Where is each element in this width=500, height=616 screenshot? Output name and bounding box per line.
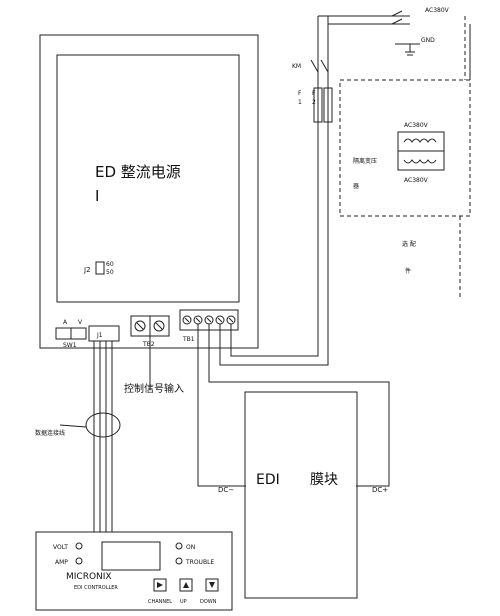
- j2-jumper[interactable]: [95, 261, 105, 275]
- optional-label: 选 配: [402, 240, 416, 248]
- j2-opt-a: 60: [106, 261, 114, 268]
- controller-brand: MICRONIX: [66, 572, 112, 582]
- dc-minus-label: DC−: [218, 486, 234, 494]
- power-supply-title-2: I: [95, 187, 99, 205]
- gnd-label: GND: [421, 37, 435, 44]
- power-supply-panel: [56, 54, 240, 303]
- dc-minus-wire: [197, 324, 246, 487]
- sw1-v-label: V: [78, 319, 83, 326]
- down-label: DOWN: [200, 599, 217, 605]
- ac-wire-2: [230, 16, 319, 357]
- up-icon: [183, 582, 189, 588]
- on-led: [175, 542, 183, 550]
- edi-controller: [35, 531, 233, 611]
- j1-connector: [88, 325, 120, 342]
- tb2-terminal-block: [130, 315, 170, 337]
- amp-label: AMP: [55, 559, 68, 566]
- edi-label: EDI: [256, 472, 280, 488]
- transformer-name-2: 器: [353, 183, 359, 190]
- down-icon: [209, 582, 215, 588]
- isolation-transformer: [339, 16, 471, 300]
- tb1-label: TB1: [182, 336, 195, 343]
- optional-label-2: 件: [405, 267, 411, 275]
- j2-opt-b: 50: [106, 269, 114, 276]
- channel-label: CHANNEL: [148, 599, 172, 605]
- volt-label: VOLT: [53, 544, 68, 551]
- trouble-label: TROUBLE: [185, 559, 214, 566]
- transformer-primary-label: AC380V: [404, 122, 429, 129]
- km-label: KM: [292, 63, 301, 70]
- power-supply-title: ED 整流电源: [95, 163, 181, 181]
- km-contactor: [310, 59, 329, 73]
- up-button[interactable]: [179, 578, 193, 592]
- ac-input-lines: [318, 10, 410, 25]
- fuse1-num: 1: [298, 99, 302, 106]
- j2-label: J2: [83, 266, 91, 274]
- tb2-label: TB2: [142, 341, 155, 348]
- data-cable-label: 数据连接线: [35, 429, 65, 437]
- optional-parts-zone: [339, 79, 471, 217]
- transformer-name: 隔离变压: [353, 157, 377, 165]
- ac-source-label: AC380V: [425, 7, 450, 14]
- ac-wire-1: [219, 16, 329, 366]
- data-cable: [59, 341, 121, 532]
- control-signal-label: 控制信号输入: [124, 382, 184, 395]
- trouble-led: [175, 557, 183, 565]
- fuse2-num: 2: [312, 99, 316, 106]
- down-button[interactable]: [205, 578, 219, 592]
- ground-symbol: [395, 43, 420, 56]
- on-label: ON: [186, 544, 195, 551]
- up-label: UP: [180, 599, 187, 605]
- fuse1-label: F: [298, 90, 302, 97]
- channel-button[interactable]: [153, 578, 167, 592]
- controller-subtitle: EDI CONTROLLER: [74, 585, 118, 591]
- amp-indicator: [75, 557, 83, 565]
- fuses: [313, 87, 333, 123]
- edi-module-label: 膜块: [310, 472, 338, 488]
- fuse2-label: F: [312, 90, 316, 97]
- transformer-secondary-label: AC380V: [404, 177, 429, 184]
- sw1-a-label: A: [63, 319, 68, 326]
- channel-icon: [157, 582, 163, 588]
- j1-label: J1: [96, 332, 103, 339]
- dc-plus-wire: [208, 324, 390, 487]
- sw1-label: SW1: [63, 342, 77, 349]
- volt-indicator: [75, 542, 83, 550]
- edi-module: [244, 391, 358, 599]
- dc-plus-label: DC+: [372, 486, 388, 494]
- power-supply-enclosure: [39, 34, 259, 349]
